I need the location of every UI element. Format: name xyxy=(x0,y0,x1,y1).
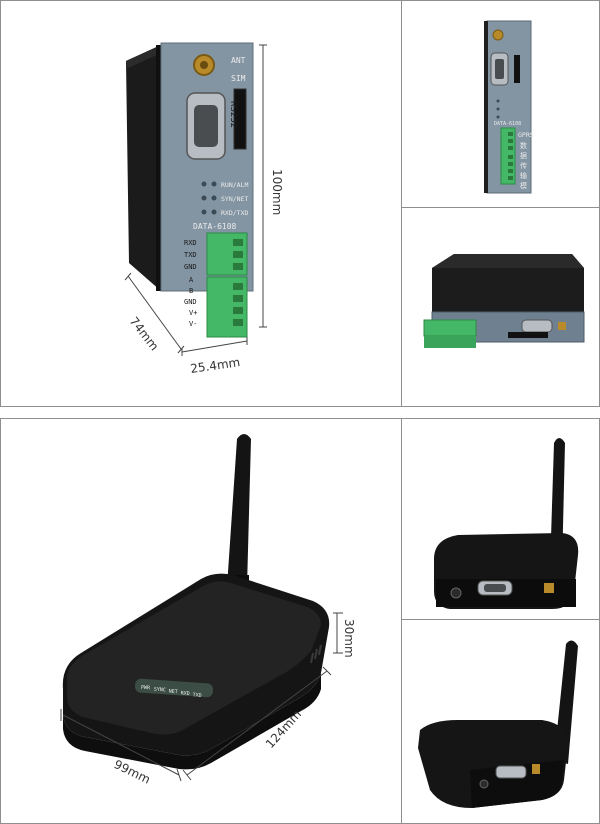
gateway-bottom-illustration xyxy=(423,254,585,348)
rs232-label: RS232 xyxy=(228,101,238,128)
model-label-small: DATA-6108 xyxy=(494,121,521,127)
router-led-label: PWR xyxy=(141,685,151,692)
pin-label: RXD xyxy=(184,239,197,247)
pin-label: A xyxy=(189,276,194,284)
gateway-bottom-panel xyxy=(401,207,600,407)
router-main-panel: PWR SYNC NET RXD TXD 30mm 124mm 99mm xyxy=(0,418,402,824)
led-label-syn: SYN/NET xyxy=(221,195,248,203)
led-label-run: RUN/ALM xyxy=(221,181,248,189)
led-label-rxd: RXD/TXD xyxy=(221,209,248,217)
dim-depth: 74mm xyxy=(127,314,162,353)
side-label-char: 模 xyxy=(520,181,527,190)
gateway-main-panel: ANT SIM RS232 RUN/ALM SYN/NET RXD/TXD DA… xyxy=(0,0,402,407)
router-angled-panel xyxy=(401,619,600,824)
side-label-char: 数 xyxy=(520,141,527,150)
side-label-char: 输 xyxy=(520,171,527,180)
ant-label: ANT xyxy=(231,56,246,65)
gateway-main-illustration: ANT SIM RS232 RUN/ALM SYN/NET RXD/TXD DA… xyxy=(124,42,284,376)
pin-label: GND xyxy=(184,263,197,271)
model-label: DATA-6108 xyxy=(193,222,237,231)
sim-label: SIM xyxy=(231,74,246,83)
router-led-label: SYNC xyxy=(154,687,166,694)
router-angled-illustration xyxy=(418,640,578,808)
router-led-label: RXD xyxy=(180,690,189,697)
side-label-char: 据 xyxy=(520,151,527,160)
router-back-panel xyxy=(401,418,600,620)
router-back-illustration xyxy=(434,438,579,609)
pin-label: V+ xyxy=(189,309,197,317)
gateway-front-illustration: DATA-6108 GPRS 数 据 传 输 模 xyxy=(484,20,534,194)
router-main-illustration: PWR SYNC NET RXD TXD 30mm 124mm 99mm xyxy=(60,434,356,787)
dim-width: 25.4mm xyxy=(189,355,241,376)
pin-label: V- xyxy=(189,320,197,328)
router-dim-height: 30mm xyxy=(342,619,356,658)
sim-slot xyxy=(233,88,247,150)
led-strip xyxy=(135,678,213,698)
pin-label: GND xyxy=(184,298,197,306)
side-label-char: 传 xyxy=(520,161,527,170)
dim-height: 100mm xyxy=(270,169,284,215)
router-led-label: NET xyxy=(169,689,178,696)
pin-label: B xyxy=(189,287,193,295)
pin-label: TXD xyxy=(184,251,197,259)
router-led-label: TXD xyxy=(192,692,201,699)
gateway-front-panel: DATA-6108 GPRS 数 据 传 输 模 xyxy=(401,0,600,208)
antenna-icon xyxy=(227,434,251,587)
gprs-module-label: GPRS xyxy=(518,131,534,139)
